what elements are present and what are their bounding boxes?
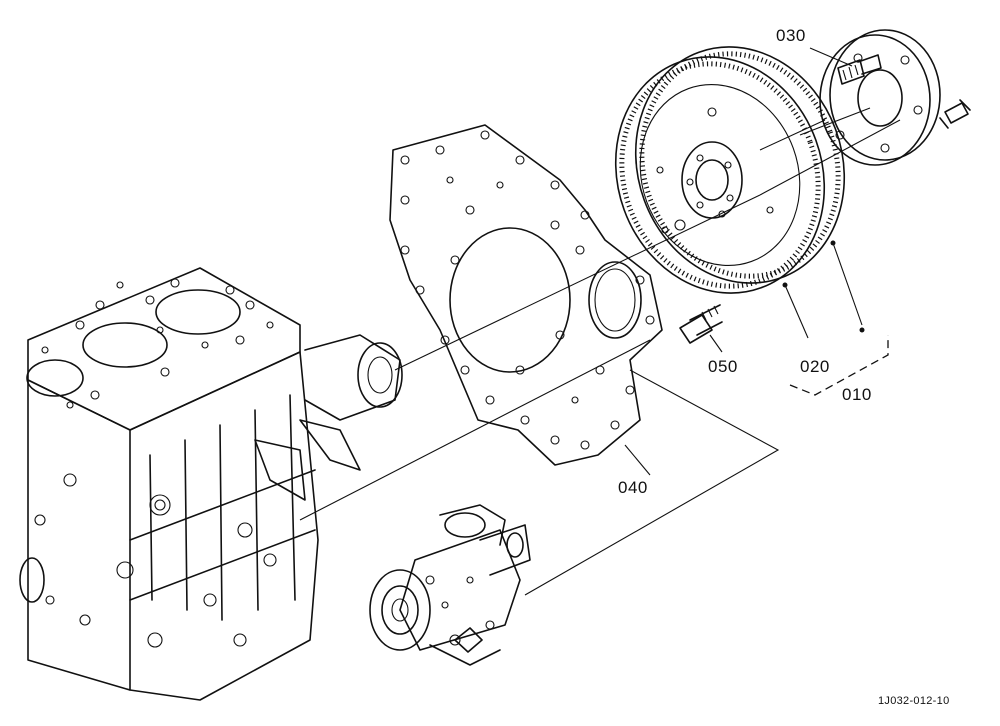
callout-020: 020 [800, 357, 830, 376]
bolt-030 [809, 47, 882, 85]
drawing-code: 1J032-012-10 [878, 695, 950, 707]
assembly-axis-lines [299, 107, 901, 596]
engine-block [19, 267, 319, 701]
coupling-plate [819, 29, 941, 166]
starter-motor [369, 504, 531, 666]
crankshaft-end [254, 334, 403, 501]
flywheel [614, 46, 846, 294]
flywheel-housing-plate [389, 124, 663, 476]
callout-030: 030 [776, 26, 806, 45]
bolt-050 [679, 304, 723, 353]
small-bolts [939, 99, 971, 129]
callout-050: 050 [708, 357, 738, 376]
callout-010: 010 [842, 385, 872, 404]
callout-040: 040 [618, 478, 648, 497]
